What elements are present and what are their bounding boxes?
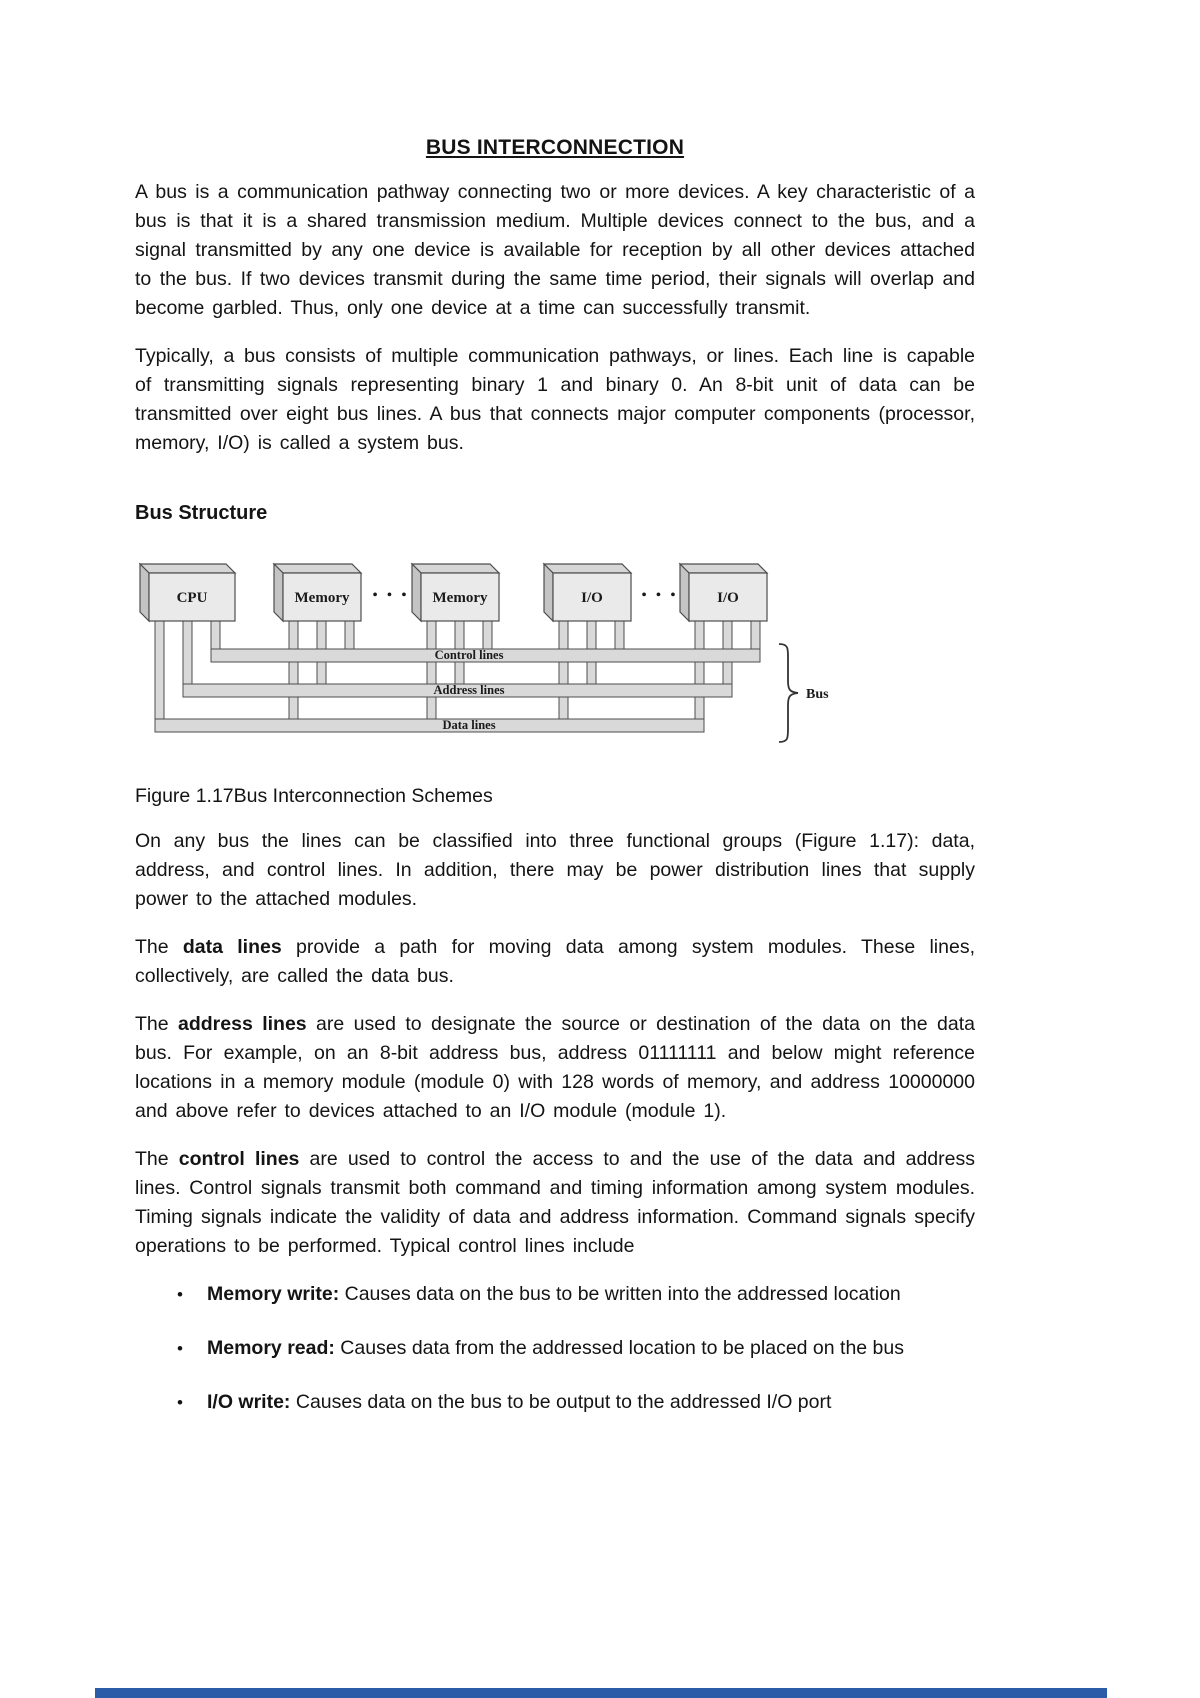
bullet-memory-read-text: Memory read: Causes data from the addres… xyxy=(207,1334,904,1363)
address-lines-bar xyxy=(182,683,733,698)
bullet-io-write: • I/O write: Causes data on the bus to b… xyxy=(177,1388,975,1417)
data-lines-lead: The xyxy=(135,936,183,958)
bus-diagram: Control lines Address lines Data lines C… xyxy=(138,562,829,743)
paragraph-data-lines: The data lines provide a path for moving… xyxy=(135,933,975,991)
paragraph-bus-lines: Typically, a bus consists of multiple co… xyxy=(135,345,975,454)
bus-brace-label: Bus xyxy=(806,687,829,702)
memory-write-term: Memory write: xyxy=(207,1283,340,1305)
memory-read-desc: Causes data from the addressed location … xyxy=(334,1337,904,1359)
control-lines-lead: The xyxy=(135,1148,179,1170)
bullet-marker: • xyxy=(177,1393,183,1412)
cpu-box: CPU xyxy=(138,562,237,623)
bus-line-bars xyxy=(154,648,761,733)
address-lines-label: Address lines xyxy=(434,683,505,697)
data-lines-term: data lines xyxy=(182,936,282,958)
page-title: BUS INTERCONNECTION xyxy=(425,136,685,159)
bullet-memory-write: • Memory write: Causes data on the bus t… xyxy=(177,1280,975,1309)
bullet-marker: • xyxy=(177,1285,183,1304)
control-lines-term: control lines xyxy=(178,1148,300,1170)
address-lines-lead: The xyxy=(135,1013,179,1035)
address-lines-rest: are used to designate the source or dest… xyxy=(135,1013,975,1122)
memory-box-2: Memory xyxy=(410,562,501,623)
paragraph-address-lines: The address lines are used to designate … xyxy=(135,1010,975,1126)
cpu-box-label: CPU xyxy=(177,590,208,606)
io-box-2-label: I/O xyxy=(717,590,739,606)
memory-read-term: Memory read: xyxy=(207,1337,335,1359)
module-connector-stubs xyxy=(154,620,761,733)
control-lines-label: Control lines xyxy=(435,648,504,662)
bus-brace xyxy=(778,643,799,743)
address-lines-term: address lines xyxy=(178,1013,307,1035)
data-lines-bar xyxy=(154,718,705,733)
data-lines-rest: provide a path for moving data among sys… xyxy=(135,936,975,987)
io-write-term: I/O write: xyxy=(207,1391,291,1413)
control-lines-rest: are used to control the access to and th… xyxy=(135,1148,975,1257)
bullet-memory-read: • Memory read: Causes data from the addr… xyxy=(177,1334,975,1363)
memory-box-2-label: Memory xyxy=(433,590,488,606)
paragraph-bus-intro: A bus is a communication pathway connect… xyxy=(135,181,975,319)
next-page-top-edge xyxy=(95,1688,1107,1698)
ellipsis-dots-1: • • • xyxy=(373,588,410,603)
control-lines-bar xyxy=(210,648,761,663)
memory-write-desc: Causes data on the bus to be written int… xyxy=(339,1283,901,1305)
bullet-io-write-text: I/O write: Causes data on the bus to be … xyxy=(207,1388,831,1417)
section-heading-bus-structure: Bus Structure xyxy=(135,502,268,524)
figure-caption: Figure 1.17Bus Interconnection Schemes xyxy=(135,785,493,807)
io-write-desc: Causes data on the bus to be output to t… xyxy=(290,1391,832,1413)
io-box-1-label: I/O xyxy=(581,590,603,606)
paragraph-line-groups: On any bus the lines can be classified i… xyxy=(135,830,975,910)
bullet-memory-write-text: Memory write: Causes data on the bus to … xyxy=(207,1280,901,1309)
io-box-2: I/O xyxy=(678,562,769,623)
io-box-1: I/O xyxy=(542,562,633,623)
paragraph-control-lines: The control lines are used to control th… xyxy=(135,1145,975,1261)
memory-box-1: Memory xyxy=(272,562,363,623)
data-lines-label: Data lines xyxy=(442,718,495,732)
ellipsis-dots-2: • • • xyxy=(642,588,679,603)
figure-bus-interconnection: Control lines Address lines Data lines C… xyxy=(138,549,975,759)
memory-box-1-label: Memory xyxy=(295,590,350,606)
bullet-marker: • xyxy=(177,1339,183,1358)
